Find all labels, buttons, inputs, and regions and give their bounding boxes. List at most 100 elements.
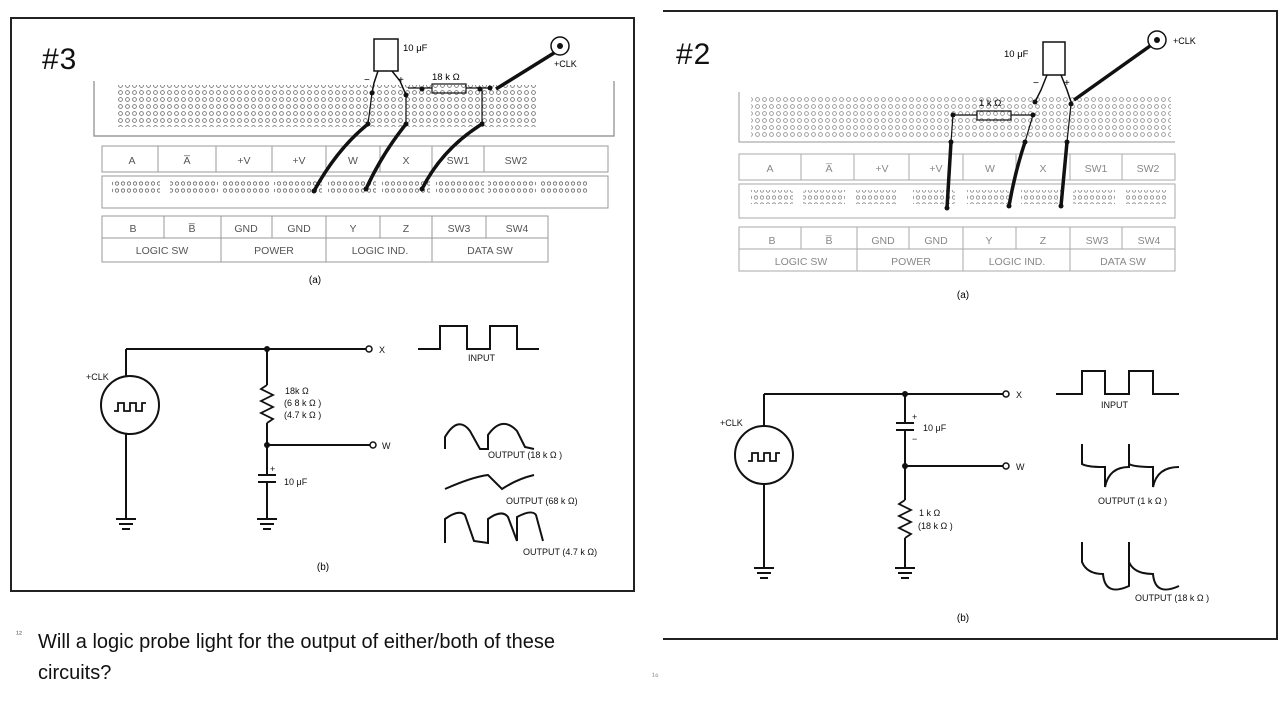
- clk-wire-r: [1072, 44, 1152, 102]
- resistor-line-2: (4.7 k Ω ): [284, 410, 321, 420]
- schematic-clk-label-r: +CLK: [720, 418, 743, 428]
- clock-source-symbol: [100, 375, 160, 435]
- caption-b: (b): [317, 562, 329, 573]
- strip-bottom-3: GND: [287, 223, 311, 235]
- input-waveform-r: [1056, 370, 1179, 395]
- strip-bottom-4-r: Y: [985, 235, 992, 247]
- resistor-line-1-r: (18 k Ω ): [918, 521, 953, 531]
- svg-text:−: −: [364, 75, 370, 86]
- svg-text:+: +: [1064, 78, 1070, 89]
- slide-footnote-mark: ¹²: [16, 629, 22, 639]
- caption-b-r: (b): [957, 613, 969, 624]
- group-label-0-r: LOGIC SW: [775, 256, 828, 268]
- output-waveform-18k: [444, 423, 535, 450]
- output-waveform-68k: [444, 473, 535, 491]
- x-label-r: X: [1016, 390, 1022, 400]
- caption-a-r: (a): [957, 290, 969, 301]
- clk-terminal-r: [1147, 30, 1167, 50]
- circuit-2-panel: #2: [663, 10, 1278, 640]
- strip-bottom-3-r: GND: [924, 235, 948, 247]
- strip-bottom-4: Y: [349, 223, 356, 235]
- group-label-2: LOGIC IND.: [352, 245, 409, 257]
- schematic-cap-label: 10 μF: [284, 477, 308, 487]
- strip-top-2: +V: [237, 155, 250, 167]
- resistor-symbol-r: [896, 499, 914, 539]
- jumper-wire-3-r: [1059, 140, 1069, 208]
- circuit-2-label: #2: [676, 38, 712, 71]
- input-waveform: [418, 325, 539, 350]
- footer-mark: ¹⁶: [652, 671, 659, 681]
- jumper-wire-2: [364, 122, 408, 191]
- strip-top-7: SW2: [505, 155, 528, 167]
- strip-bottom-5-r: Z: [1040, 235, 1047, 247]
- output-label-0: OUTPUT (18 k Ω ): [488, 450, 562, 460]
- strip-top-1: A̅: [183, 155, 191, 167]
- cap-plus: +: [270, 464, 275, 474]
- circuit-3-panel: #3: [10, 17, 635, 592]
- group-label-2-r: LOGIC IND.: [989, 256, 1046, 268]
- circuit-2-drawing: A A̅ +V +V W X SW1 SW2 B B̅ GND GND Y Z …: [720, 30, 1209, 624]
- strip-bottom-6-r: SW3: [1086, 235, 1109, 247]
- capacitor-body: [373, 38, 399, 72]
- strip-bottom-1-r: B̅: [825, 235, 833, 247]
- group-label-3-r: DATA SW: [1100, 256, 1146, 268]
- strip-bottom-6: SW3: [448, 223, 471, 235]
- output-waveform-1k: [1081, 444, 1180, 488]
- output-waveform-18k-r: [1081, 542, 1180, 591]
- resistor-value-label: 18 k Ω: [432, 72, 460, 83]
- strip-bottom-5: Z: [403, 223, 410, 235]
- jumper-wire-3: [420, 122, 484, 191]
- clk-terminal: [550, 36, 570, 56]
- strip-top-4-r: W: [985, 163, 995, 175]
- breadboard-components-2: 10 μF − + 1 k Ω +CLK: [944, 30, 1196, 211]
- group-label-1-r: POWER: [891, 256, 931, 268]
- clk-terminal-label-r: +CLK: [1173, 36, 1196, 46]
- caption-a: (a): [309, 275, 321, 286]
- resistor-line-0-r: 1 k Ω: [919, 508, 941, 518]
- strip-top-3: +V: [292, 155, 305, 167]
- schematic-2: [734, 390, 1010, 579]
- jumper-wire-1: [312, 122, 370, 193]
- jumper-wire-2-r: [1007, 140, 1027, 208]
- jumper-wire-1-r: [945, 140, 953, 210]
- terminal-x: [365, 345, 373, 353]
- strip-bottom-2-r: GND: [871, 235, 895, 247]
- cap-minus-r: −: [912, 434, 917, 444]
- svg-text:+: +: [398, 75, 404, 86]
- w-label: W: [382, 441, 391, 451]
- waveforms-3: [418, 325, 544, 545]
- question-text: Will a logic probe light for the output …: [38, 631, 555, 684]
- input-label: INPUT: [468, 353, 496, 363]
- resistor-symbol: [258, 384, 276, 424]
- group-label-3: DATA SW: [467, 245, 513, 257]
- strip-top-4: W: [348, 155, 358, 167]
- waveforms-2: [1056, 370, 1180, 591]
- strip-bottom-7-r: SW4: [1138, 235, 1161, 247]
- clk-wire: [495, 51, 555, 91]
- circuit-3-drawing: A A̅ +V +V W X SW1 SW2 B B̅ GND GND Y Z …: [86, 36, 615, 573]
- clk-terminal-label: +CLK: [554, 59, 577, 69]
- circuit-3-label: #3: [42, 43, 78, 76]
- terminal-x-r: [1002, 390, 1010, 398]
- schematic-3: [100, 345, 377, 530]
- output-label-1-r: OUTPUT (18 k Ω ): [1135, 593, 1209, 603]
- breadboard-3: A A̅ +V +V W X SW1 SW2 B B̅ GND GND Y Z …: [93, 81, 615, 263]
- strip-top-7-r: SW2: [1137, 163, 1160, 175]
- output-waveform-4k7: [444, 511, 518, 545]
- strip-top-0: A: [128, 155, 135, 167]
- cap-value-label-r: 10 μF: [1004, 49, 1029, 60]
- resistor-value-label-r: 1 k Ω: [979, 98, 1001, 109]
- input-label-r: INPUT: [1101, 400, 1129, 410]
- x-label: X: [379, 345, 385, 355]
- cap-plus-r: +: [912, 412, 917, 422]
- strip-top-2-r: +V: [875, 163, 888, 175]
- w-label-r: W: [1016, 462, 1025, 472]
- strip-bottom-7: SW4: [506, 223, 529, 235]
- strip-top-6: SW1: [447, 155, 470, 167]
- breadboard-2: A A̅ +V +V W X SW1 SW2 B B̅ GND GND Y Z …: [738, 92, 1176, 272]
- output-label-1: OUTPUT (68 k Ω): [506, 496, 578, 506]
- strip-bottom-0-r: B: [768, 235, 775, 247]
- group-label-1: POWER: [254, 245, 294, 257]
- strip-top-6-r: SW1: [1085, 163, 1108, 175]
- capacitor-body-r: [1042, 41, 1066, 76]
